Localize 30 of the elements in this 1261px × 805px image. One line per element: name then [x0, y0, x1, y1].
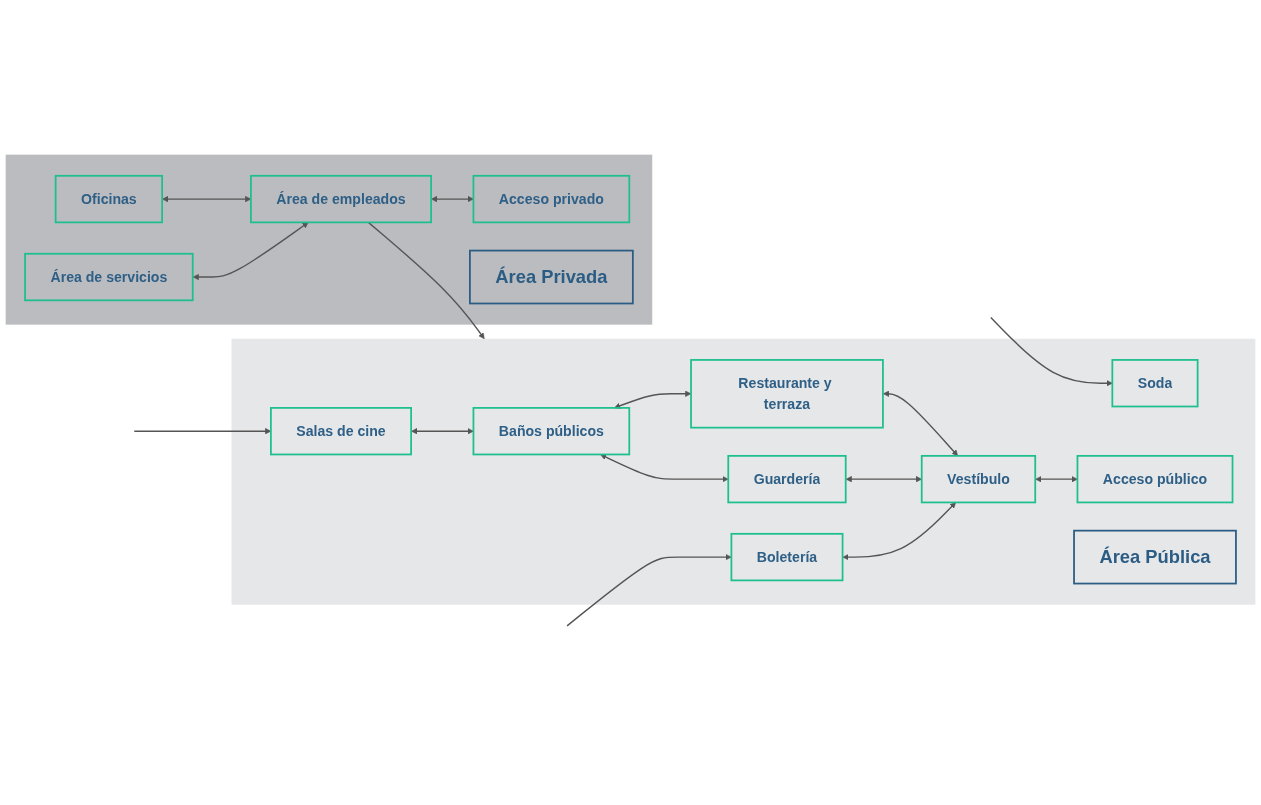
- node-box: Boletería: [730, 532, 844, 581]
- arrow: [600, 453, 729, 482]
- node-box: Restaurante y terraza: [690, 358, 884, 429]
- node-box: Acceso público: [1076, 454, 1234, 503]
- arrow: [192, 221, 309, 280]
- node-box: Oficinas: [54, 174, 163, 223]
- arrow: [990, 316, 1113, 386]
- arrow: [431, 195, 474, 202]
- arrow: [133, 427, 272, 434]
- arrow: [367, 221, 485, 339]
- arrow: [842, 501, 956, 560]
- node-box: Baños públicos: [472, 406, 631, 455]
- arrow: [1035, 475, 1078, 482]
- arrow: [566, 553, 732, 627]
- node-box: Guardería: [727, 454, 847, 503]
- arrow: [845, 475, 922, 482]
- node-box: Área Privada: [469, 249, 634, 304]
- arrow: [614, 390, 692, 409]
- arrow: [162, 195, 252, 202]
- node-box: Acceso privado: [472, 174, 631, 223]
- node-box: Soda: [1111, 358, 1199, 407]
- node-box: Área de servicios: [24, 252, 194, 301]
- node-box: Salas de cine: [270, 406, 412, 455]
- cluster: [5, 154, 653, 325]
- arrow: [882, 390, 958, 456]
- cluster: [231, 338, 1256, 605]
- node-box: Vestíbulo: [920, 454, 1037, 503]
- arrow: [411, 427, 474, 434]
- node-box: Área de empleados: [250, 174, 432, 223]
- node-box: Área Pública: [1073, 529, 1237, 584]
